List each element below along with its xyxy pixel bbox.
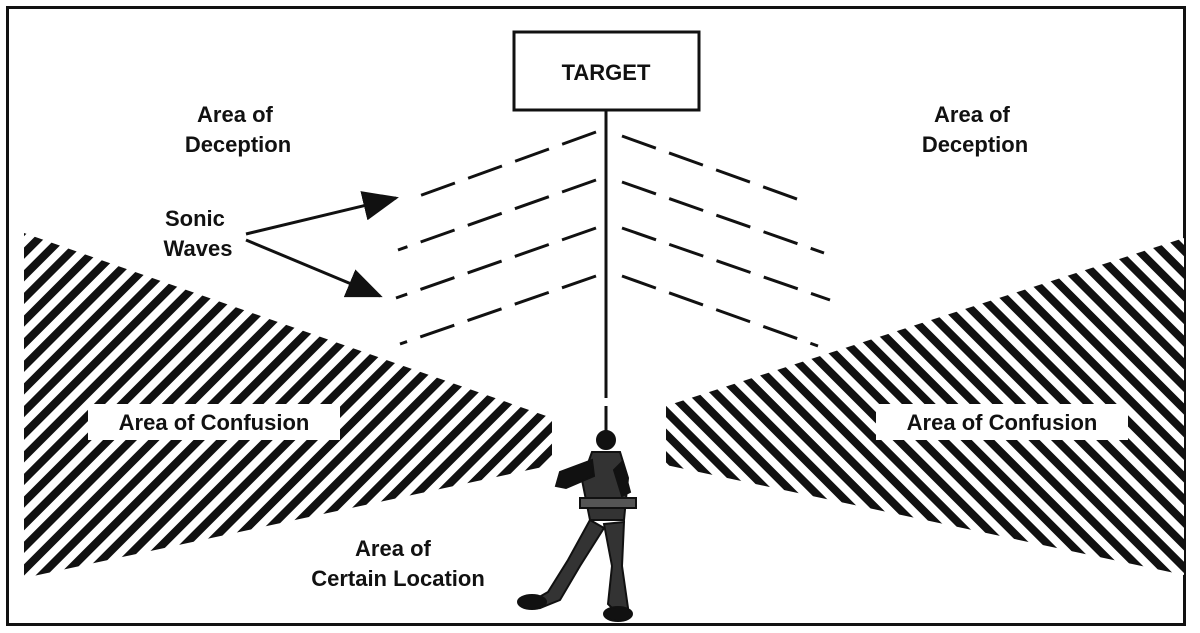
- confusion-label-left: Area of Confusion: [119, 410, 310, 435]
- sonic-waves-label: Sonic Waves: [164, 206, 233, 261]
- sonic-wave-line: [397, 178, 597, 252]
- target-label: TARGET: [562, 60, 651, 85]
- confusion-label-right: Area of Confusion: [907, 410, 1098, 435]
- sonic-waves-left: [395, 130, 597, 346]
- sonic-arrow-upper: [245, 191, 399, 236]
- confusion-label-bg-left: [88, 404, 340, 440]
- certain-location-label: Area of Certain Location: [311, 536, 485, 591]
- sonic-wave-line: [621, 226, 831, 302]
- confusion-label-bg-right: [876, 404, 1128, 440]
- sonic-wave-line: [621, 180, 825, 255]
- deception-label-right: Area of Deception: [922, 102, 1028, 157]
- sonic-wave-line: [621, 274, 819, 348]
- sonic-waves-right: [621, 134, 831, 348]
- deception-label-left: Area of Deception: [185, 102, 291, 157]
- soldier-icon: [517, 406, 637, 622]
- sonic-wave-line: [621, 134, 809, 205]
- sonic-wave-line: [399, 274, 597, 346]
- sonic-wave-line: [395, 226, 597, 300]
- sonic-wave-line: [407, 130, 597, 202]
- sonic-arrow-lower: [245, 238, 383, 298]
